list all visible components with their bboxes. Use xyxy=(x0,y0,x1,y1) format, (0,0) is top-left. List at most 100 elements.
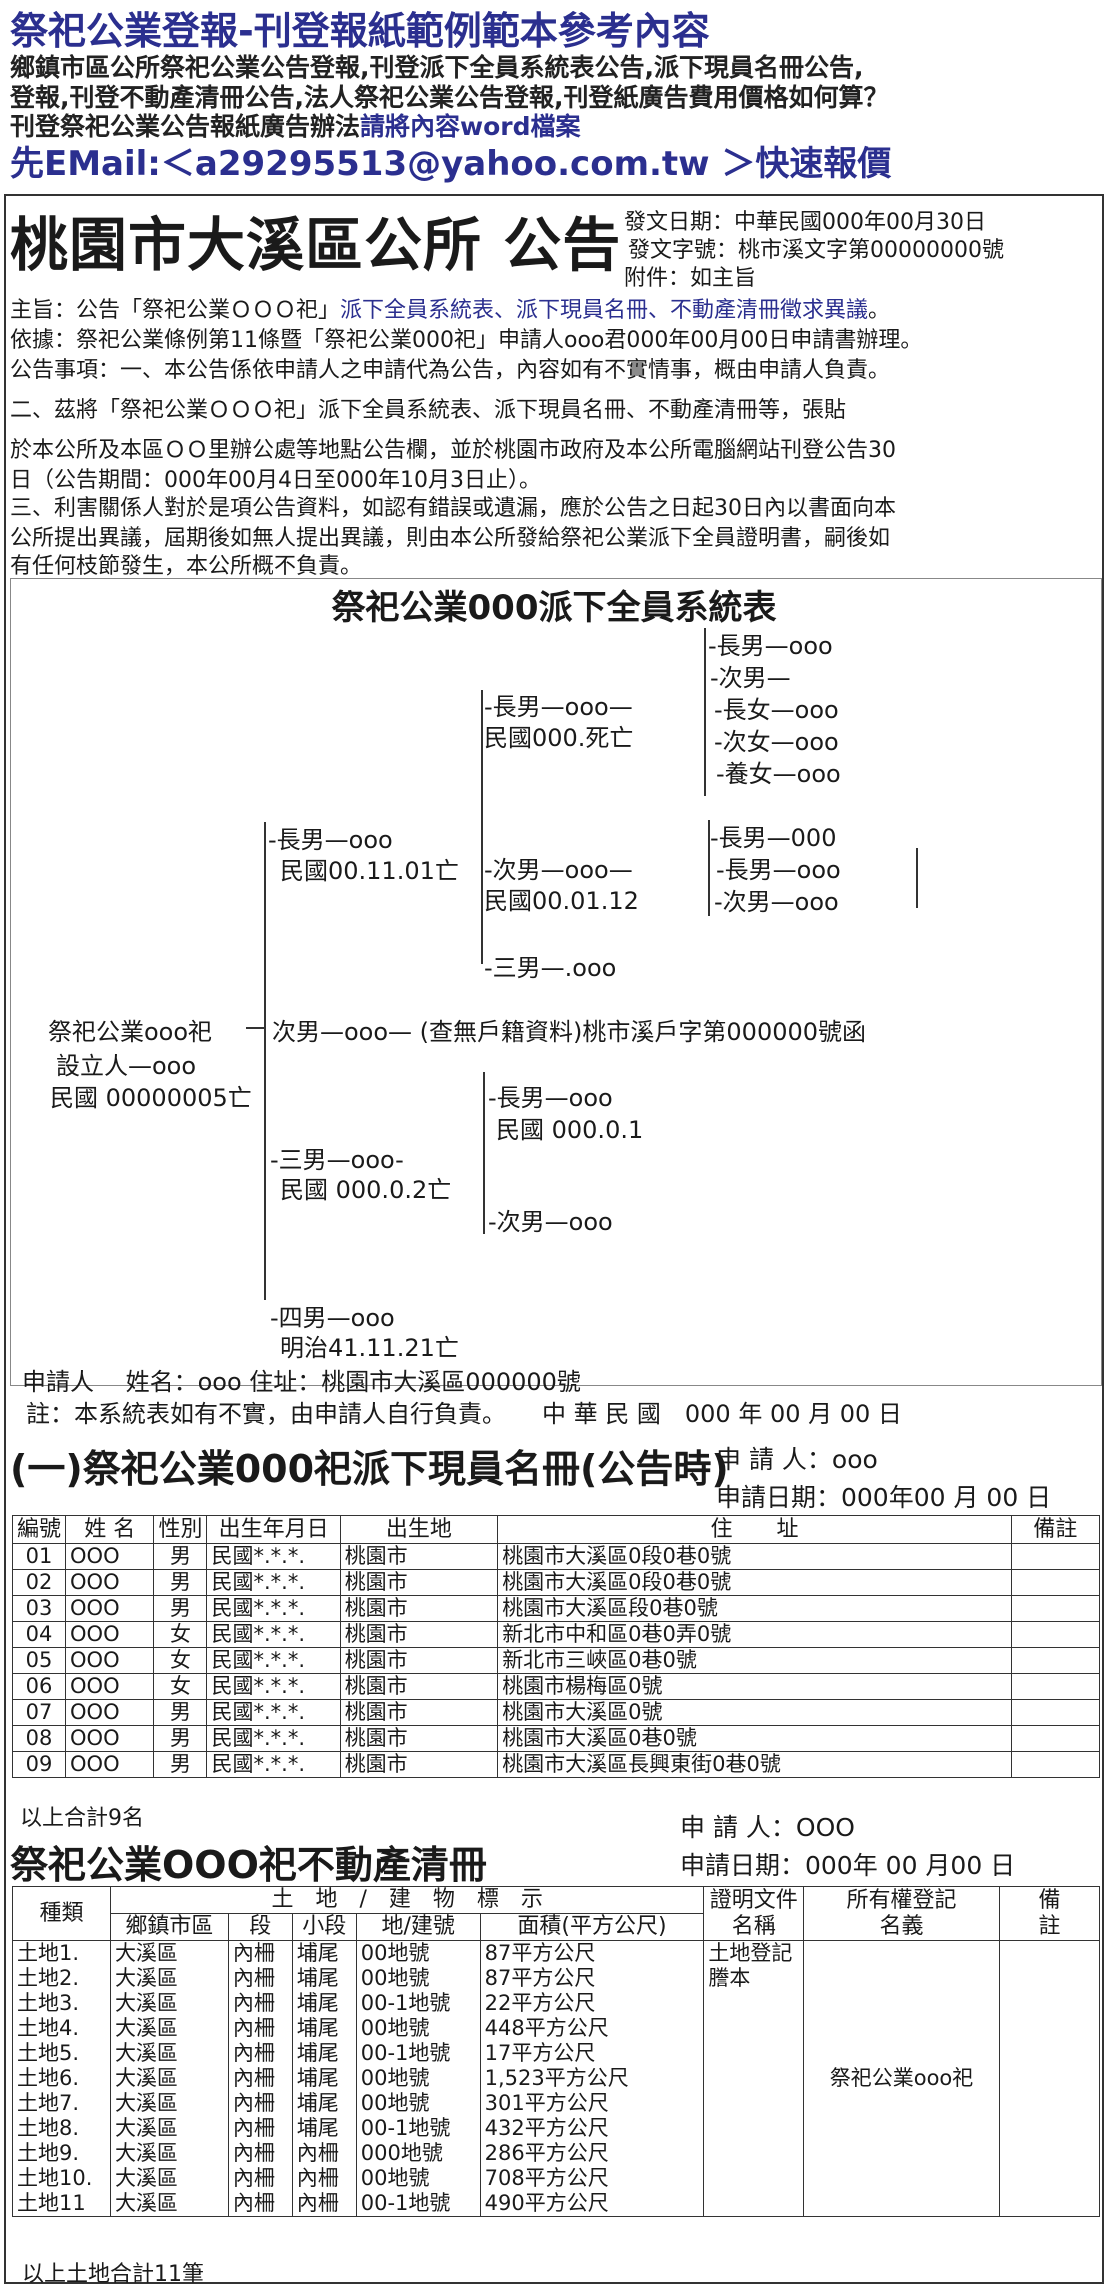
item-2-line-3: 日（公告期間：000年00月4日至000年10月3日止）。 xyxy=(10,468,541,493)
tree-line xyxy=(704,628,706,796)
table-cell-subsection: 埔尾 xyxy=(291,2066,357,2091)
table-cell-note xyxy=(1010,1621,1101,1648)
column-header-area: 面積(平方公尺) xyxy=(479,1913,705,1941)
column-header-gender: 性別 xyxy=(153,1515,208,1544)
table-cell-birth-date: 民國*.*.*. xyxy=(206,1543,341,1570)
table-cell-subsection: 內柵 xyxy=(291,2166,357,2191)
table-cell-lot-number: 00地號 xyxy=(355,2166,481,2191)
table-cell-township: 大溪區 xyxy=(109,2166,229,2191)
table-cell-number: 02 xyxy=(11,1569,67,1596)
column-header-certificate: 證明文件名稱 xyxy=(703,1886,805,1941)
table-cell-area: 22平方公尺 xyxy=(479,1991,705,2016)
table-cell-birthplace: 桃園市 xyxy=(339,1725,499,1752)
table-cell-name: OOO xyxy=(65,1595,155,1622)
column-header-township: 鄉鎮市區 xyxy=(109,1913,229,1941)
owner-cell: 祭祀公業ooo祀 xyxy=(803,1940,1000,2217)
table-cell-lot-number: 00地號 xyxy=(355,2091,481,2116)
page-title: 祭祀公業登報-刊登報紙範例範本參考內容 xyxy=(10,9,710,53)
certificate-cell: 土地登記謄本 xyxy=(703,1940,805,2217)
table-cell-type: 土地1. xyxy=(12,1940,111,1966)
real-estate-table: 種類 土 地 / 建 物 標 示 證明文件名稱 所有權登記名義 備註 鄉鎮市區段… xyxy=(12,1886,1101,2217)
table-cell-type: 土地8. xyxy=(12,2116,111,2141)
table-cell-lot-number: 000地號 xyxy=(355,2141,481,2166)
table-cell-section: 內柵 xyxy=(227,1991,293,2016)
table-cell-number: 05 xyxy=(11,1647,67,1674)
column-header-note: 備註 xyxy=(998,1886,1101,1941)
intro-line-1: 鄉鎮市區公所祭祀公業公告登報,刊登派下全員系統表公告,派下現員名冊公告, xyxy=(10,53,864,82)
tree-node: -長男—ooo— xyxy=(484,693,633,721)
tree-node-date: 民國 000.0.1 xyxy=(496,1116,644,1144)
table-cell-subsection: 埔尾 xyxy=(291,1991,357,2016)
table-cell-lot-number: 00地號 xyxy=(355,2066,481,2091)
table-cell-name: OOO xyxy=(65,1751,155,1778)
note-cell xyxy=(998,1940,1101,2217)
column-header-subsection: 小段 xyxy=(291,1913,357,1941)
table-cell-note xyxy=(1010,1725,1101,1752)
family-tree-title: 祭祀公業000派下全員系統表 xyxy=(331,588,777,628)
column-header-address: 住 址 xyxy=(497,1515,1012,1544)
table-cell-area: 448平方公尺 xyxy=(479,2016,705,2041)
attachment: 附件：如主旨 xyxy=(624,266,757,291)
tree-node-date: 民國00.01.12 xyxy=(484,887,639,915)
intro-line-3: 刊登祭祀公業公告報紙廣告辦法請將內容word檔案 xyxy=(10,107,581,143)
table-cell-area: 432平方公尺 xyxy=(479,2116,705,2141)
table-cell-township: 大溪區 xyxy=(109,1991,229,2016)
table-cell-lot-number: 00地號 xyxy=(355,1966,481,1991)
tree-node: -長男—ooo xyxy=(488,1084,613,1112)
tree-line xyxy=(708,820,710,916)
table-cell-name: OOO xyxy=(65,1725,155,1752)
basis: 依據：祭祀公業條例第11條暨「祭祀公業000祀」申請人ooo君000年00月00… xyxy=(10,328,923,353)
table-cell-section: 內柵 xyxy=(227,2166,293,2191)
table-cell-area: 490平方公尺 xyxy=(479,2191,705,2217)
table-cell-township: 大溪區 xyxy=(109,2191,229,2217)
tree-line xyxy=(483,1072,485,1234)
table-cell-gender: 男 xyxy=(153,1699,208,1726)
table-cell-note xyxy=(1010,1673,1101,1700)
table-cell-gender: 女 xyxy=(153,1673,208,1700)
word-file-link[interactable]: 請將內容word檔案 xyxy=(360,112,581,141)
table-cell-address: 桃園市大溪區0段0巷0號 xyxy=(497,1569,1012,1596)
column-header-number: 編號 xyxy=(11,1515,67,1544)
table-cell-birth-date: 民國*.*.*. xyxy=(206,1621,341,1648)
table-cell-note xyxy=(1010,1751,1101,1778)
table-cell-gender: 男 xyxy=(153,1751,208,1778)
tree-node: -三男—.ooo xyxy=(484,954,617,982)
table-cell-section: 內柵 xyxy=(227,2141,293,2166)
table-cell-address: 桃園市大溪區段0巷0號 xyxy=(497,1595,1012,1622)
roster-applicant: 申 請 人：ooo xyxy=(716,1445,878,1474)
land-total: 以上土地合計11筆 xyxy=(22,2262,204,2287)
table-cell-township: 大溪區 xyxy=(109,1966,229,1991)
subject-highlight: 派下全員系統表、派下現員名冊、不動產清冊徵求異議 xyxy=(340,298,869,323)
table-cell-subsection: 內柵 xyxy=(291,2191,357,2217)
tree-node: -次男—ooo xyxy=(714,888,839,916)
table-cell-area: 708平方公尺 xyxy=(479,2166,705,2191)
roster-title: (一)祭祀公業000祀派下現員名冊(公告時) xyxy=(10,1447,729,1491)
table-cell-township: 大溪區 xyxy=(109,2116,229,2141)
table-cell-number: 01 xyxy=(11,1543,67,1570)
table-header-row: 種類 土 地 / 建 物 標 示 證明文件名稱 所有權登記名義 備註 xyxy=(12,1886,1101,1941)
table-subheader-row: 鄉鎮市區段小段地/建號面積(平方公尺) xyxy=(13,1913,1100,1941)
tree-root-date: 民國 00000005亡 xyxy=(50,1084,252,1112)
table-cell-birth-date: 民國*.*.*. xyxy=(206,1673,341,1700)
table-cell-type: 土地3. xyxy=(12,1991,111,2016)
subject-prefix: 主旨：公告「祭祀公業ＯＯＯ祀」 xyxy=(10,298,341,323)
tree-node: 次男—ooo— (查無戶籍資料)桃市溪戶字第000000號函 xyxy=(272,1018,867,1046)
tree-node-date: 民國000.死亡 xyxy=(484,724,634,752)
tree-node: -長男—ooo xyxy=(268,826,393,854)
email-contact-link[interactable]: 先EMail:＜a29295513@yahoo.com.tw ＞快速報價 xyxy=(10,144,892,184)
tree-node: -次男—ooo— xyxy=(484,856,633,884)
column-header-note: 備註 xyxy=(1010,1515,1101,1544)
table-cell-subsection: 埔尾 xyxy=(291,2116,357,2141)
